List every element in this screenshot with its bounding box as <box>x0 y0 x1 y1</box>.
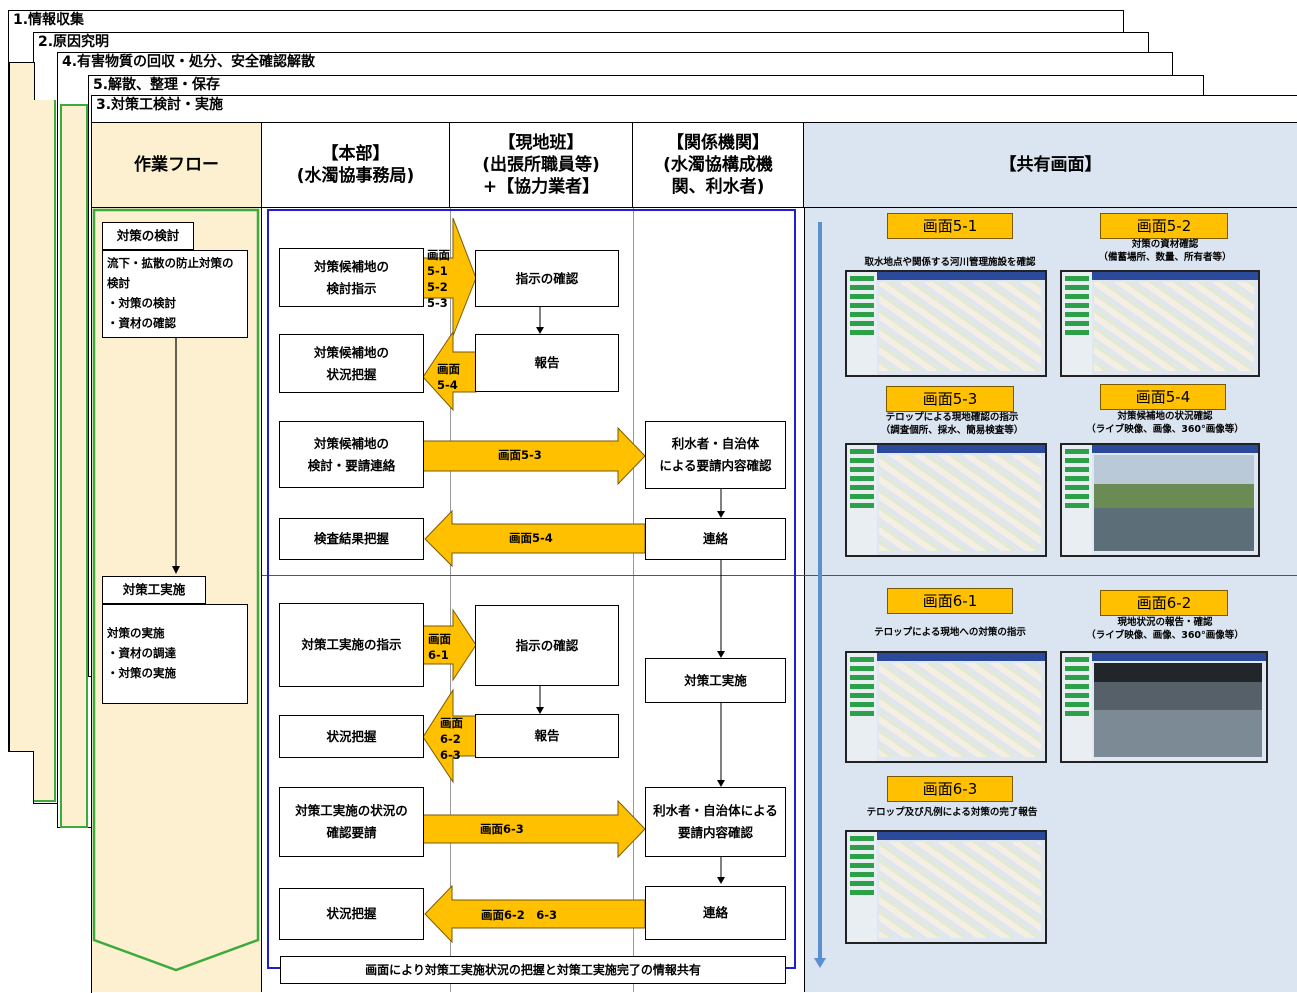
header-field: 【現地班】 (出張所職員等) +【協力業者】 <box>450 123 633 207</box>
divider-agencies <box>633 208 634 992</box>
arrow-a7 <box>422 799 646 859</box>
arrow-label-a5: 画面 6-1 <box>428 632 451 662</box>
box-b11: 対策工実施 <box>645 658 786 703</box>
arrow-a2 <box>422 330 477 412</box>
connector-4-head <box>536 707 544 714</box>
connector-2-head <box>717 511 725 518</box>
screen-caption-5-2: 対策の資材確認 （備蓄場所、数量、所有者等） <box>1098 239 1232 263</box>
screen-label-6-1: 画面6-1 <box>887 588 1013 614</box>
sheet-5-title: 5.解散、整理・保存 <box>93 77 221 93</box>
arrow-label-a7: 画面6-3 <box>480 822 524 836</box>
connector-5-head <box>717 780 725 787</box>
screen-caption-5-4: 対策候補地の状況確認 （ライブ映像、画像、360°画像等） <box>1086 411 1244 435</box>
screen-thumb-5-4[interactable] <box>1060 443 1260 557</box>
screen-thumb-5-3[interactable] <box>845 443 1047 557</box>
header-row <box>91 122 1297 208</box>
connector-3-head <box>717 651 725 658</box>
sheet-4-title: 4.有害物質の回収・処分、安全確認解散 <box>62 54 316 70</box>
box-b13: 報告 <box>475 714 619 758</box>
screen-caption-6-1: テロップによる現地への対策の指示 <box>874 627 1026 638</box>
arrow-label-a1: 画面 5-1 5-2 5-3 <box>427 248 450 310</box>
box-b6: 利水者・自治体 による要請内容確認 <box>645 421 786 489</box>
arrow-a1 <box>422 217 477 337</box>
screen-label-5-3: 画面5-3 <box>886 386 1014 412</box>
box-b3: 対策候補地の 状況把握 <box>279 334 424 393</box>
flow-chevron <box>92 208 260 972</box>
footer-note: 画面により対策工実施状況の把握と対策工実施完了の情報共有 <box>280 956 786 984</box>
sheet-1-title: 1.情報収集 <box>13 12 85 28</box>
box-b1: 対策候補地の 検討指示 <box>279 248 424 307</box>
box-b12: 状況把握 <box>279 715 424 758</box>
shared-timeline-head <box>814 958 826 968</box>
box-b7: 検査結果把握 <box>279 518 424 560</box>
flow-connector-head <box>172 566 180 574</box>
sheet-2-flow-strip <box>34 100 56 802</box>
stage2-body: 対策の実施 ・資材の調達 ・対策の実施 <box>102 604 248 704</box>
screen-label-5-2: 画面5-2 <box>1100 213 1228 239</box>
box-b10: 指示の確認 <box>475 605 619 686</box>
box-b2: 指示の確認 <box>475 250 619 307</box>
arrow-label-a4: 画面5-4 <box>509 531 553 545</box>
screen-thumb-6-2[interactable] <box>1060 651 1268 763</box>
screen-caption-5-3: テロップによる現地確認の指示 （調査個所、採水、簡易検査等） <box>880 412 1024 436</box>
screen-label-5-4: 画面5-4 <box>1100 384 1226 410</box>
connector-6-head <box>717 877 725 884</box>
screen-thumb-5-1[interactable] <box>845 270 1047 377</box>
arrow-label-a2: 画面 5-4 <box>437 362 460 392</box>
arrow-label-a6: 画面 6-2 6-3 <box>440 716 463 762</box>
screen-thumb-6-1[interactable] <box>845 651 1047 763</box>
box-b5: 対策候補地の 検討・要請連絡 <box>279 421 424 488</box>
box-b17: 連絡 <box>645 886 786 940</box>
screen-thumb-5-2[interactable] <box>1060 270 1260 377</box>
arrow-a3 <box>422 426 646 486</box>
stage2-title: 対策工実施 <box>102 576 206 604</box>
box-b15: 利水者・自治体による 要請内容確認 <box>645 787 786 857</box>
screen-thumb-6-3[interactable] <box>845 830 1047 944</box>
stage1-title: 対策の検討 <box>102 222 194 250</box>
sheet-4-flow-strip <box>60 104 88 828</box>
stage1-body: 流下・拡散の防止対策の 検討 ・対策の検討 ・資材の確認 <box>102 250 248 338</box>
section-divider <box>262 575 1297 576</box>
header-agencies: 【関係機関】 (水濁協構成機 関、利水者) <box>633 123 804 207</box>
header-hq: 【本部】 (水濁協事務局) <box>262 123 450 207</box>
screen-caption-5-1: 取水地点や関係する河川管理施設を確認 <box>864 257 1036 268</box>
arrow-a5 <box>422 608 477 682</box>
arrow-a6 <box>422 688 477 784</box>
screen-caption-6-3: テロップ及び凡例による対策の完了報告 <box>866 807 1038 818</box>
main-sheet-title: 3.対策工検討・実施 <box>96 97 224 113</box>
header-shared: 【共有画面】 <box>804 123 1297 207</box>
box-b4: 報告 <box>475 334 619 392</box>
arrow-a4 <box>424 509 646 568</box>
connector-1-head <box>536 327 544 334</box>
header-flow: 作業フロー <box>92 123 262 207</box>
divider-field <box>450 208 451 992</box>
arrow-a8 <box>424 884 646 944</box>
screen-label-6-2: 画面6-2 <box>1100 590 1228 616</box>
box-b16: 状況把握 <box>279 888 424 940</box>
screen-label-5-1: 画面5-1 <box>887 213 1013 239</box>
sheet-2-title: 2.原因究明 <box>38 34 110 50</box>
screen-label-6-3: 画面6-3 <box>887 776 1013 802</box>
arrow-label-a8: 画面6-2 6-3 <box>481 908 558 922</box>
arrow-label-a3: 画面5-3 <box>498 448 542 462</box>
box-b9: 対策工実施の指示 <box>279 603 424 687</box>
box-b8: 連絡 <box>645 518 786 560</box>
box-b14: 対策工実施の状況の 確認要請 <box>279 787 424 857</box>
screen-caption-6-2: 現地状況の報告・確認 （ライブ映像、画像、360°画像等） <box>1086 617 1244 641</box>
